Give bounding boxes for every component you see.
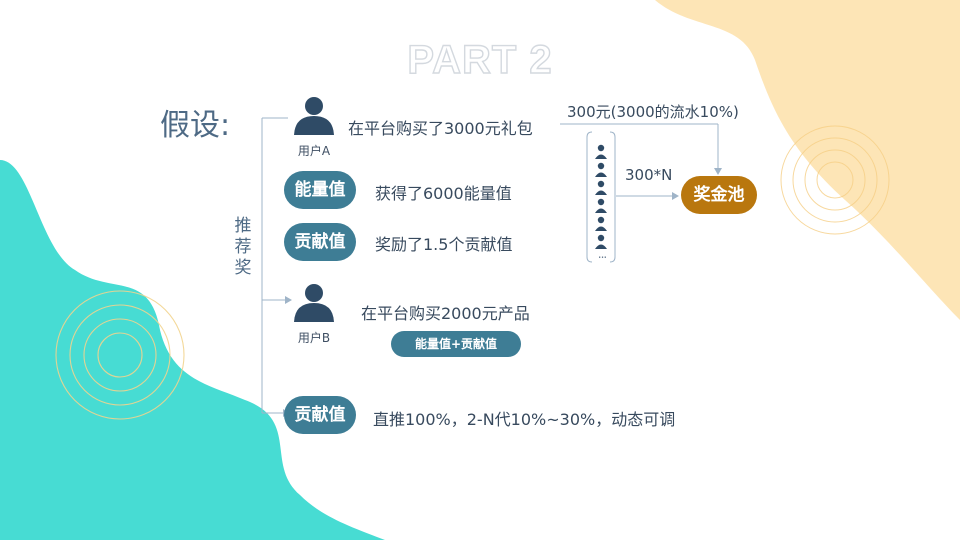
small-user-icon bbox=[595, 216, 607, 231]
small-user-icon bbox=[595, 180, 607, 195]
user-column-icons bbox=[595, 144, 607, 249]
user-b-action: 在平台购买2000元产品 bbox=[361, 304, 530, 323]
user-a-label: 用户A bbox=[297, 144, 331, 158]
energy-text: 获得了6000能量值 bbox=[375, 184, 512, 203]
flow-amount-label: 300元(3000的流水10%) bbox=[567, 103, 739, 121]
user-a-icon bbox=[294, 97, 334, 135]
page-title: PART 2 bbox=[407, 37, 553, 82]
energy-badge: 能量值 bbox=[284, 171, 356, 209]
small-user-icon bbox=[595, 234, 607, 249]
tree-connector bbox=[261, 117, 288, 414]
assumption-heading: 假设: bbox=[160, 108, 231, 143]
teal-rings-decoration bbox=[55, 290, 185, 420]
n-multiplier-label: 300*N bbox=[625, 166, 673, 184]
teal-blob bbox=[0, 160, 385, 540]
user-column-bracket bbox=[586, 131, 616, 263]
contribution-badge: 贡献值 bbox=[284, 223, 356, 261]
pool-flow-arrowheads bbox=[672, 168, 722, 200]
user-b-icon bbox=[294, 284, 334, 322]
user-b-badge: 能量值+贡献值 bbox=[391, 331, 521, 357]
contribution-text: 奖励了1.5个贡献值 bbox=[375, 235, 513, 254]
pool-flow-lines bbox=[560, 123, 719, 197]
small-user-icon bbox=[595, 162, 607, 177]
referral-vertical-label: 推荐奖 bbox=[234, 216, 252, 278]
peach-rings-decoration bbox=[780, 125, 890, 235]
small-user-icon bbox=[595, 144, 607, 159]
prize-pool-badge: 奖金池 bbox=[681, 176, 757, 214]
user-a-action: 在平台购买了3000元礼包 bbox=[348, 119, 533, 138]
small-user-icon bbox=[595, 198, 607, 213]
bottom-contribution-text: 直推100%，2-N代10%~30%，动态可调 bbox=[373, 410, 676, 429]
user-b-label: 用户B bbox=[297, 331, 331, 345]
user-column-ellipsis: ... bbox=[597, 247, 607, 261]
peach-blob bbox=[655, 0, 960, 320]
bottom-contribution-badge: 贡献值 bbox=[284, 396, 356, 434]
